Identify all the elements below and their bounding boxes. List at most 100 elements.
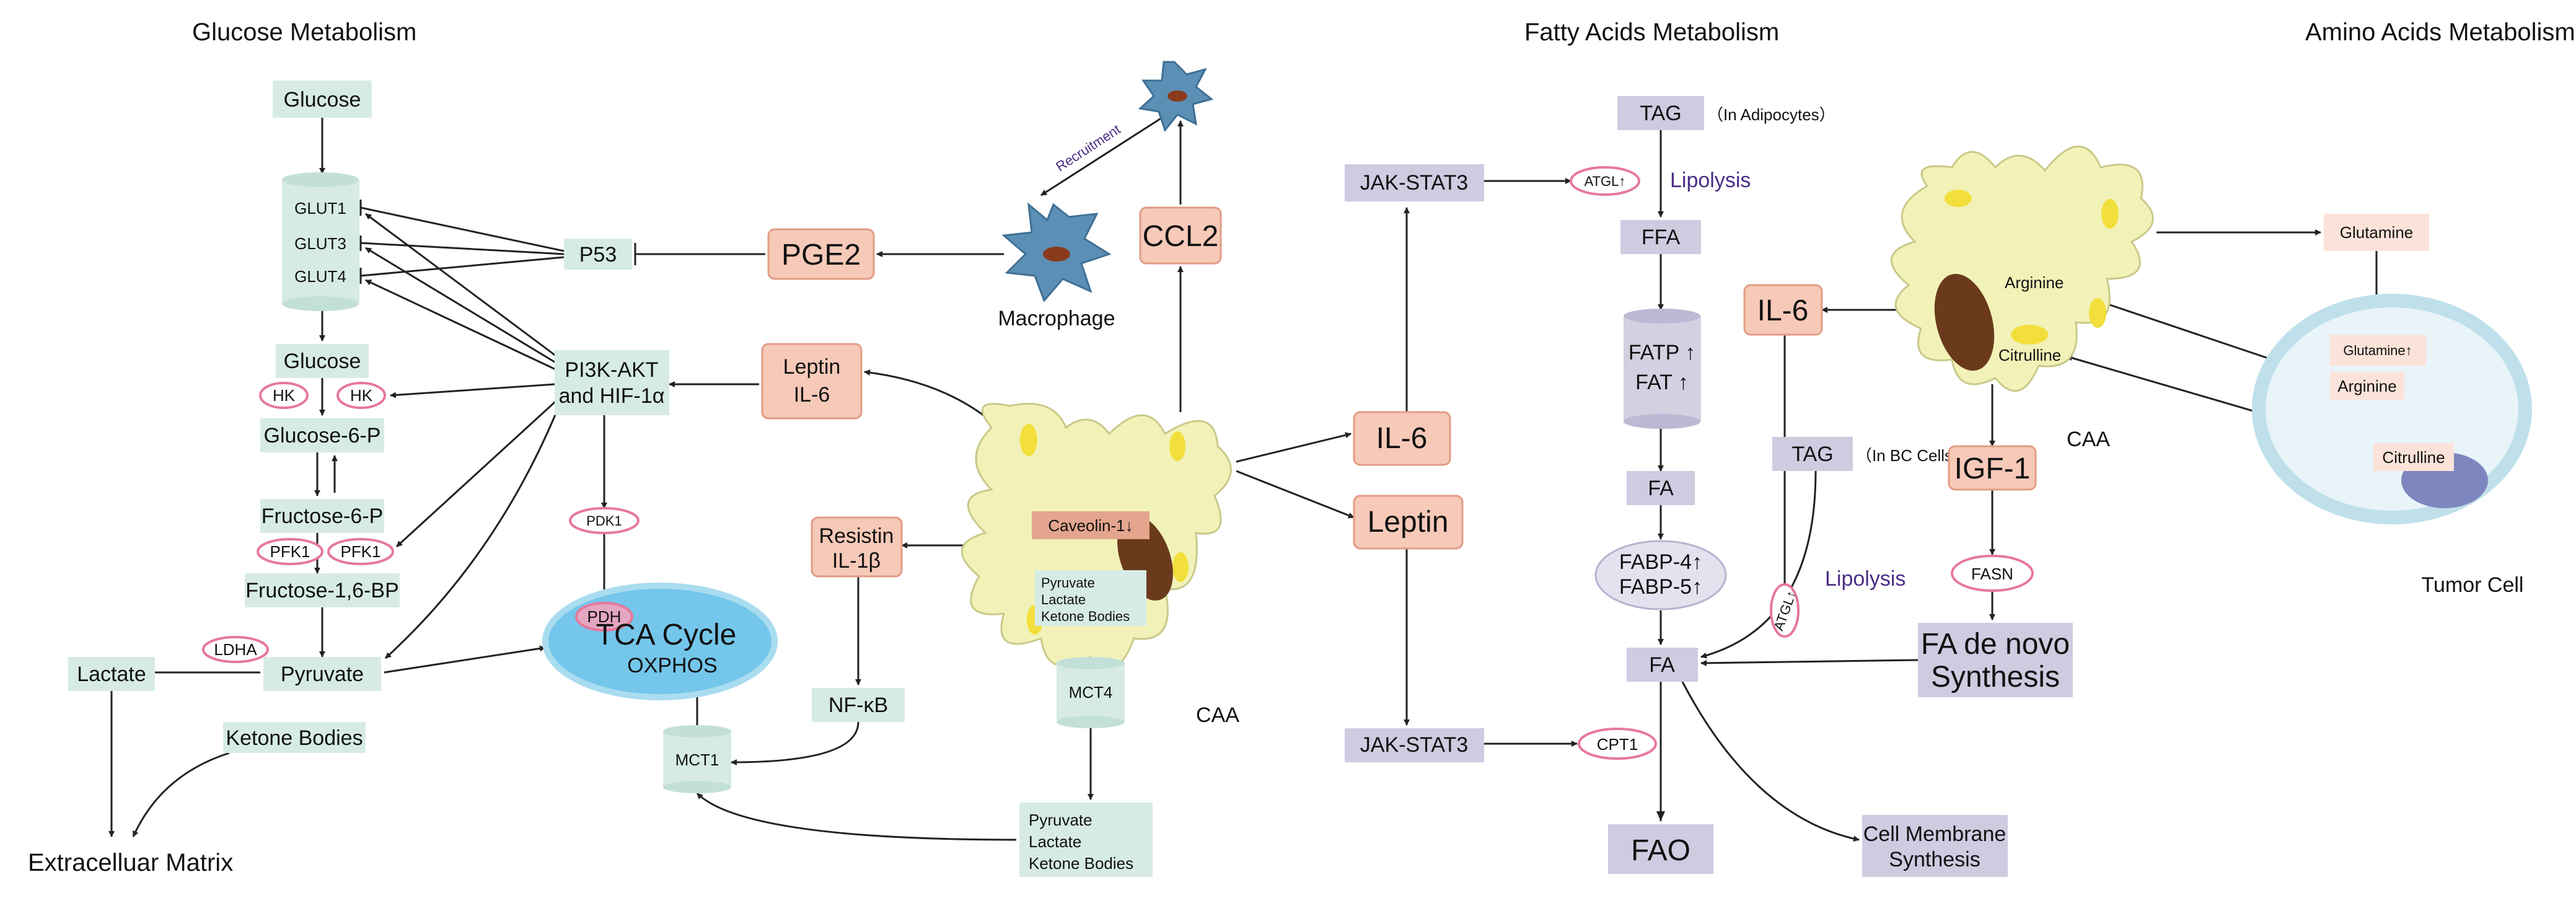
glucose-inside-label: Glucose — [284, 350, 361, 373]
f6p-label: Fructose-6-P — [262, 504, 384, 528]
tag-adipo-note: （In Adipocytes） — [1707, 105, 1835, 124]
edge-caa-to-il6 — [1236, 432, 1352, 463]
pdk1-enzyme: PDK1 — [569, 507, 640, 534]
caa-inner-lactate: Lactate — [1041, 592, 1086, 607]
fabp4-label: FABP-4↑ — [1619, 550, 1702, 574]
igf1-node: IGF-1 — [1948, 445, 2037, 491]
pyruvate-label: Pyruvate — [281, 663, 364, 686]
mitochondrion: PDH TCA Cycle OXPHOS — [542, 583, 778, 700]
caa-cell-amino: CAA — [1891, 145, 2154, 451]
mct1-label: MCT1 — [675, 751, 719, 769]
fatty-section-title: Fatty Acids Metabolism — [1524, 19, 1779, 46]
pge2-node: PGE2 — [767, 228, 875, 280]
pi3k-label-line2: and HIF-1α — [559, 384, 665, 408]
leptin-il6-line2: IL-6 — [794, 383, 830, 407]
fa-denovo-line1: FA de novo — [1921, 628, 2070, 661]
tca-label-line1: TCA Cycle — [596, 619, 737, 651]
glutamine-up-node: Glutamine↑ — [2330, 335, 2426, 366]
pfk1-left-label: PFK1 — [270, 542, 310, 561]
citrulline-tumor-label: Citrulline — [2382, 448, 2445, 467]
g6p-node: Glucose-6-P — [260, 418, 384, 452]
f6p-node: Fructose-6-P — [260, 499, 384, 533]
glut4-label: GLUT4 — [294, 267, 346, 286]
atgl-bottom-enzyme: ATGL↑ — [1770, 583, 1800, 638]
ldha-label: LDHA — [214, 640, 257, 659]
edge-denovo-to-fa — [1700, 659, 1919, 666]
ldha-enzyme: LDHA — [202, 636, 269, 663]
atgl-top-enzyme: ATGL↑ — [1570, 166, 1640, 196]
arginine-tumor-node: Arginine — [2330, 372, 2404, 400]
cell-membrane-node: Cell Membrane Synthesis — [1862, 815, 2008, 877]
f16bp-label: Fructose-1,6-BP — [245, 579, 399, 602]
lipolysis-bottom-label: Lipolysis — [1825, 567, 1906, 591]
leptin-il6-node: Leptin IL-6 — [761, 343, 863, 420]
recruited-macrophage — [1138, 61, 1214, 133]
nfkb-node: NF-κB — [812, 688, 905, 722]
caa-inner-metabolites: Pyruvate Lactate Ketone Bodies — [1035, 570, 1146, 626]
ffa-label: FFA — [1642, 226, 1681, 249]
edge-p53-to-glut4 — [360, 256, 565, 277]
caa-output-metabolites: Pyruvate Lactate Ketone Bodies — [1019, 803, 1153, 877]
mct4-label: MCT4 — [1069, 683, 1113, 702]
resistin-line1: Resistin — [819, 524, 894, 548]
tag-adipocytes-node: TAG （In Adipocytes） — [1617, 96, 1835, 130]
pfk1-right-enzyme: PFK1 — [327, 538, 394, 565]
edge-pyruvate-to-tca — [384, 645, 546, 674]
jak-stat3-bottom-label: JAK-STAT3 — [1360, 733, 1468, 757]
caa-inner-pyruvate: Pyruvate — [1041, 575, 1095, 591]
il6-right-label: IL-6 — [1757, 294, 1809, 327]
glucose-top-label: Glucose — [284, 88, 361, 112]
pyruvate-node: Pyruvate — [263, 657, 381, 691]
fa-denovo-node: FA de novo Synthesis — [1918, 623, 2073, 697]
p53-node: P53 — [564, 239, 632, 270]
pi3k-node: PI3K-AKT and HIF-1α — [555, 350, 669, 415]
fa-denovo-line2: Synthesis — [1931, 661, 2060, 694]
cpt1-label: CPT1 — [1597, 735, 1638, 754]
arginine-caa-label: Arginine — [2005, 273, 2064, 292]
glucose-top-node: Glucose — [273, 81, 372, 118]
cpt1-enzyme: CPT1 — [1578, 728, 1657, 760]
leptin-center-node: Leptin — [1353, 495, 1464, 550]
pge2-label: PGE2 — [781, 239, 861, 271]
tumor-cell-label: Tumor Cell — [2422, 573, 2524, 597]
cell-membrane-line2: Synthesis — [1889, 848, 1980, 871]
caa-glucose-label: CAA — [1196, 703, 1239, 727]
fao-label: FAO — [1631, 834, 1690, 867]
fat-label: FAT ↑ — [1635, 371, 1689, 394]
jak-stat3-top-node: JAK-STAT3 — [1345, 164, 1484, 201]
lactate-label: Lactate — [77, 663, 146, 686]
il6-center-label: IL-6 — [1376, 422, 1428, 455]
glut1-label: GLUT1 — [294, 199, 346, 218]
tag-adipo-label: TAG — [1640, 102, 1681, 125]
out-ketone: Ketone Bodies — [1029, 854, 1133, 873]
cell-membrane-line1: Cell Membrane — [1863, 822, 2007, 846]
edge-pi3k-to-glut4 — [365, 279, 561, 373]
mct1-transporter: MCT1 — [663, 725, 731, 793]
citrulline-tumor-node: Citrulline — [2373, 443, 2454, 471]
fa-low-label: FA — [1649, 653, 1675, 677]
il6-center-node: IL-6 — [1353, 411, 1451, 466]
fasn-label: FASN — [1971, 565, 2013, 583]
out-pyruvate: Pyruvate — [1029, 811, 1092, 829]
edge-fa-to-membrane — [1681, 681, 1860, 842]
igf1-label: IGF-1 — [1954, 452, 2031, 485]
caveolin-label: Caveolin-1↓ — [1048, 516, 1133, 535]
lactate-node: Lactate — [68, 657, 155, 691]
jak-stat3-bottom-node: JAK-STAT3 — [1345, 728, 1484, 762]
fabp-protein: FABP-4↑ FABP-5↑ — [1594, 540, 1727, 610]
tag-bc-node: TAG （In BC Cells） — [1772, 437, 1969, 471]
fatp-label: FATP ↑ — [1629, 341, 1695, 364]
macrophage-label: Macrophage — [998, 307, 1115, 330]
fa-mid-node: FA — [1627, 471, 1695, 505]
pi3k-label-line1: PI3K-AKT — [565, 358, 658, 382]
edge-recruitment — [1040, 117, 1163, 196]
g6p-label: Glucose-6-P — [264, 424, 381, 447]
edge-pi3k-to-pfk1 — [395, 395, 562, 548]
glucose-inside-node: Glucose — [276, 344, 369, 378]
edge-p53-to-glut1 — [360, 206, 565, 252]
edge-pi3k-to-glut1 — [365, 213, 561, 361]
macrophage-cell: Macrophage — [998, 202, 1115, 330]
hk-right-enzyme: HK — [336, 382, 386, 409]
tumor-cell: Tumor Cell — [2252, 294, 2532, 597]
